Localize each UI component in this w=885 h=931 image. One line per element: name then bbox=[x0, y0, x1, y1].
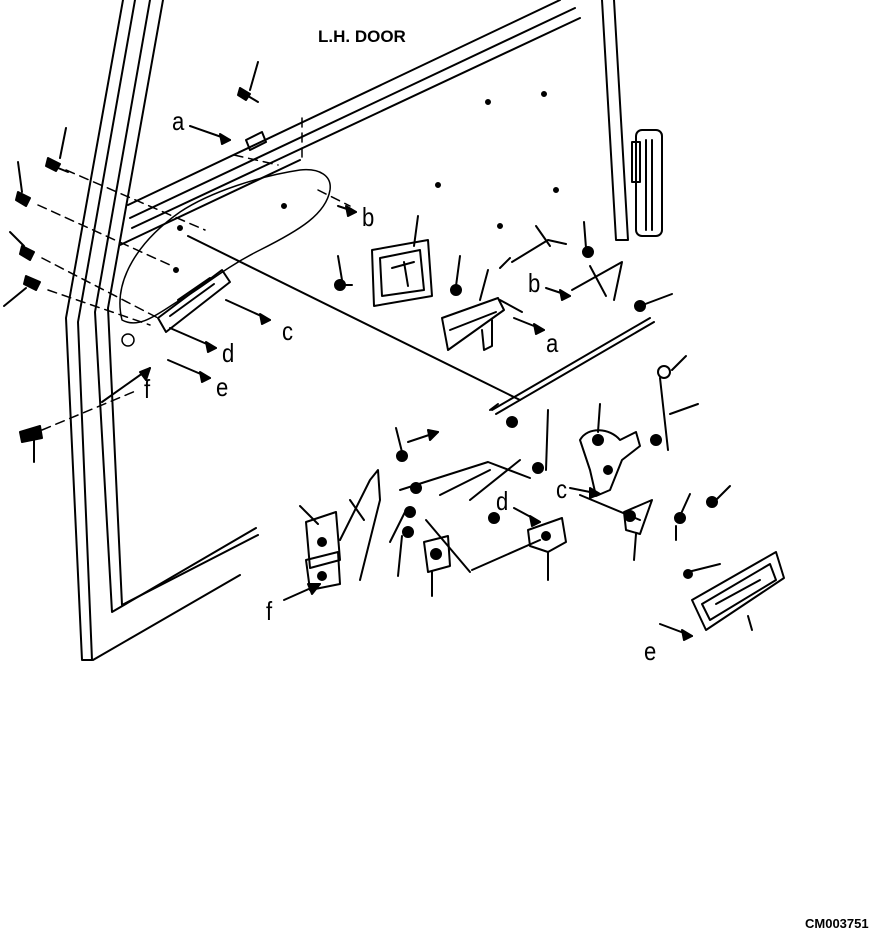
bell-crank-assembly bbox=[579, 365, 671, 535]
inner-handle-plate bbox=[157, 269, 231, 333]
ref-label-d-top: d bbox=[222, 338, 235, 368]
ref-label-c-top: c bbox=[282, 316, 294, 346]
upper-latch-mechanism bbox=[441, 225, 623, 351]
drawing-title: L.H. DOOR bbox=[318, 27, 406, 46]
outer-door-handle bbox=[687, 551, 785, 631]
drawing-code: CM003751 bbox=[805, 916, 869, 931]
inner-panel-outline bbox=[119, 168, 331, 347]
ref-label-a-right: a bbox=[546, 328, 559, 358]
ref-label-b-top: b bbox=[362, 202, 375, 232]
inner-door-handle bbox=[371, 239, 433, 307]
door-latch bbox=[305, 469, 567, 591]
door-hinge bbox=[631, 129, 663, 237]
ref-label-c-lower: c bbox=[556, 474, 568, 504]
ref-label-f-lower: f bbox=[266, 596, 273, 626]
ref-label-e-top: e bbox=[216, 372, 229, 402]
reference-arrows bbox=[101, 125, 753, 641]
ref-label-a-top: a bbox=[172, 106, 185, 136]
door-frame bbox=[65, 0, 629, 661]
screws bbox=[3, 61, 718, 579]
dashed-leader-lines bbox=[37, 117, 351, 431]
ref-label-d-lower: d bbox=[496, 486, 509, 516]
ref-label-f-left: f bbox=[144, 374, 151, 404]
control-rods bbox=[187, 235, 655, 573]
ref-label-e-lower: e bbox=[644, 636, 657, 666]
ref-label-b-right: b bbox=[528, 268, 541, 298]
